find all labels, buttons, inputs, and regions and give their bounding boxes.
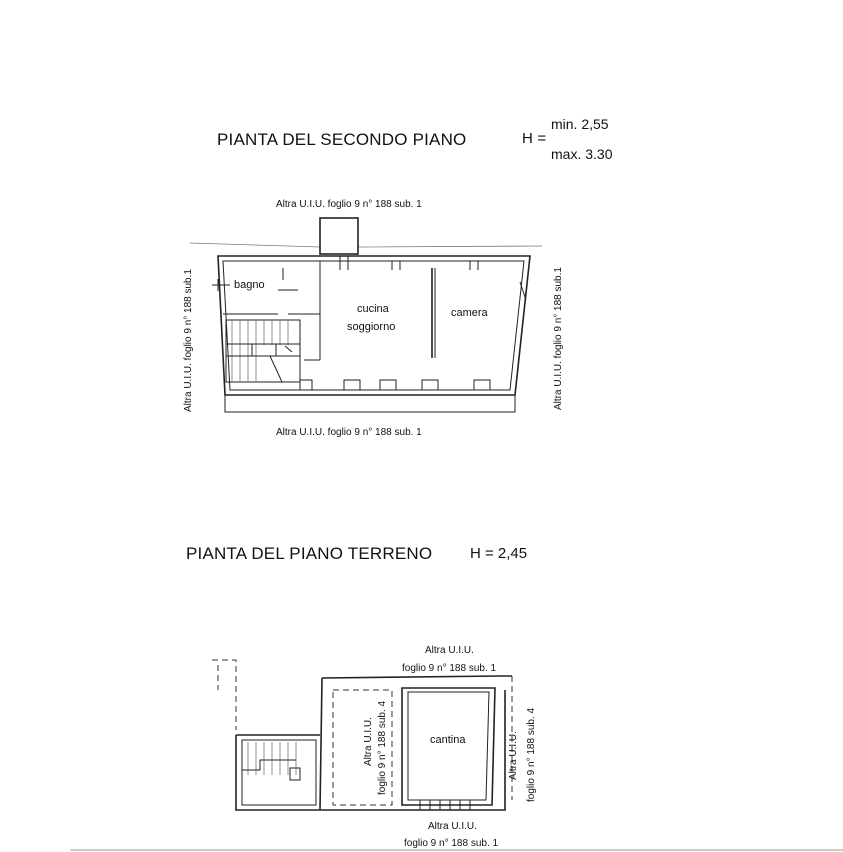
second-floor-left-neighbour-label: Altra U.I.U. foglio 9 n° 188 sub.1: [183, 269, 194, 412]
room-label-soggiorno: soggiorno: [347, 321, 396, 333]
room-label-bagno: bagno: [234, 279, 265, 291]
ground-floor-plan: [70, 659, 843, 851]
ground-floor-top-neighbour-label-1: Altra U.I.U.: [425, 645, 474, 656]
second-floor-title: PIANTA DEL SECONDO PIANO: [217, 130, 467, 149]
ground-floor-right-vertical-label-2: foglio 9 n° 188 sub. 4: [526, 707, 537, 802]
ground-floor-right-vertical-label-1: Altra U.I.U.: [508, 731, 519, 780]
ground-floor-title: PIANTA DEL PIANO TERRENO: [186, 544, 433, 563]
ground-floor-mid-vertical-label-1: Altra U.I.U.: [363, 717, 374, 766]
second-floor-height-max: max. 3.30: [551, 146, 613, 162]
second-floor-height-label: H =: [522, 130, 547, 147]
room-label-cantina: cantina: [430, 734, 466, 746]
room-label-camera: camera: [451, 307, 488, 319]
ground-floor-bottom-neighbour-label-2: foglio 9 n° 188 sub. 1: [404, 838, 499, 849]
second-floor-top-neighbour-label: Altra U.I.U. foglio 9 n° 188 sub. 1: [276, 199, 422, 210]
ground-floor-top-neighbour-label-2: foglio 9 n° 188 sub. 1: [402, 663, 497, 674]
second-floor-plan: [189, 217, 543, 413]
second-floor-right-neighbour-label: Altra U.I.U. foglio 9 n° 188 sub.1: [553, 267, 564, 410]
second-floor-bottom-neighbour-label: Altra U.I.U. foglio 9 n° 188 sub. 1: [276, 427, 422, 438]
room-label-cucina: cucina: [357, 303, 389, 315]
ground-floor-height: H = 2,45: [470, 545, 528, 562]
ground-floor-mid-vertical-label-2: foglio 9 n° 188 sub. 4: [377, 700, 388, 795]
ground-floor-bottom-neighbour-label-1: Altra U.I.U.: [428, 821, 477, 832]
second-floor-height-min: min. 2,55: [551, 116, 609, 132]
